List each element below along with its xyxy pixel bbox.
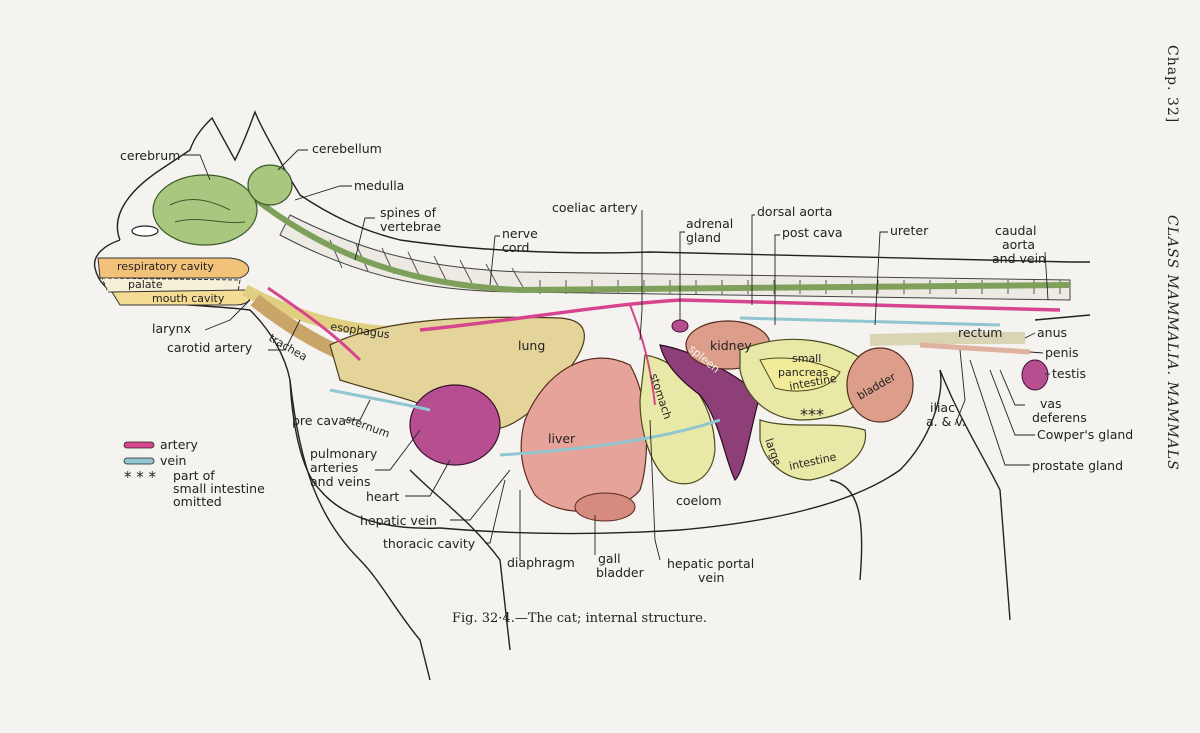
label-small-1: small — [792, 352, 821, 365]
label-pulmonary-3: and veins — [310, 474, 371, 489]
rectum-tube — [869, 332, 1025, 346]
legend-omitted-3: omitted — [173, 494, 222, 509]
testis-shape — [1021, 359, 1049, 391]
leader-lines — [182, 149, 1050, 561]
label-pancreas: pancreas — [778, 366, 829, 379]
legend: artery vein * * * part of small intestin… — [123, 437, 265, 509]
label-penis: penis — [1045, 345, 1079, 360]
label-spines-1: spines of — [380, 205, 437, 220]
label-lung: lung — [518, 338, 545, 353]
vertebra-spine — [433, 255, 447, 281]
coeliac-artery-line — [629, 304, 656, 406]
label-larynx: larynx — [152, 321, 191, 336]
adrenal-gland-shape — [671, 319, 689, 333]
vertebra-spine — [407, 251, 421, 278]
large-intestine-shape — [759, 419, 867, 481]
label-kidney: kidney — [710, 338, 752, 353]
label-gall-2: bladder — [596, 565, 645, 580]
label-thoracic-cavity: thoracic cavity — [383, 536, 476, 551]
label-dorsal-aorta: dorsal aorta — [757, 204, 832, 219]
chapter-header: Chap. 32] — [1164, 45, 1180, 123]
label-hepatic-vein: hepatic vein — [360, 513, 437, 528]
carotid-artery-line — [267, 286, 362, 362]
penis-tube — [919, 342, 1031, 355]
label-medulla: medulla — [354, 178, 404, 193]
label-diaphragm: diaphragm — [507, 555, 575, 570]
label-portal-1: hepatic portal — [667, 556, 754, 571]
dorsal-aorta-line — [419, 298, 1061, 332]
label-respiratory-cavity: respiratory cavity — [117, 260, 214, 273]
vertebral-column — [279, 214, 1071, 301]
label-palate: palate — [128, 278, 163, 291]
label-iliac-2: a. & v. — [926, 414, 966, 429]
label-post-cava: post cava — [782, 225, 843, 240]
legend-artery-swatch — [123, 441, 155, 449]
label-rectum: rectum — [958, 325, 1002, 340]
label-ureter: ureter — [890, 223, 929, 238]
label-cowpers-gland: Cowper's gland — [1037, 427, 1133, 442]
label-caudal-3: and vein — [992, 251, 1046, 266]
body-outline — [93, 110, 1091, 681]
label-mouth-cavity: mouth cavity — [152, 292, 225, 305]
label-coeliac-artery: coeliac artery — [552, 200, 638, 215]
label-pulmonary-1: pulmonary — [310, 446, 378, 461]
label-portal-2: vein — [698, 570, 724, 585]
label-nerve-2: cord — [502, 240, 529, 255]
label-caudal-1: caudal — [995, 223, 1037, 238]
label-cerebellum: cerebellum — [312, 141, 382, 156]
label-pre-cava: pre cava — [292, 413, 346, 428]
label-prostate-gland: prostate gland — [1032, 458, 1123, 473]
label-vas-2: deferens — [1032, 410, 1087, 425]
label-heart: heart — [366, 489, 399, 504]
eye — [131, 225, 159, 237]
label-adrenal-2: gland — [686, 230, 721, 245]
gall-bladder-shape — [574, 492, 636, 522]
label-caudal-2: aorta — [1002, 237, 1035, 252]
liver-shape — [520, 357, 648, 512]
legend-omitted-1: part of — [173, 468, 215, 483]
label-vas-1: vas — [1040, 396, 1062, 411]
label-spines-2: vertebrae — [380, 219, 442, 234]
legend-artery-label: artery — [160, 437, 199, 452]
label-anus: anus — [1037, 325, 1067, 340]
brain — [152, 164, 293, 246]
pre-cava-line — [329, 388, 431, 412]
pancreas-shape — [759, 357, 841, 392]
legend-vein-label: vein — [160, 453, 186, 468]
label-pulmonary-2: arteries — [310, 460, 358, 475]
vertebra-spine — [485, 263, 499, 287]
respiratory-cavity — [97, 257, 250, 279]
running-title: CLASS MAMMALIA. MAMMALS — [1164, 215, 1180, 471]
label-nerve-1: nerve — [502, 226, 538, 241]
vertebra-spine — [459, 259, 473, 284]
legend-omitted-2: small intestine — [173, 481, 265, 496]
heart-shape — [409, 384, 501, 466]
label-testis: testis — [1052, 366, 1086, 381]
bladder-shape — [846, 347, 914, 423]
label-carotid-artery: carotid artery — [167, 340, 253, 355]
nerve-cord — [248, 192, 1071, 294]
label-liver: liver — [548, 431, 576, 446]
legend-vein-swatch — [123, 457, 155, 465]
vertebra-spine — [511, 267, 525, 290]
label-iliac-1: iliac — [930, 400, 955, 415]
spleen-shape — [659, 344, 761, 482]
post-cava-line — [499, 316, 1001, 457]
label-adrenal-1: adrenal — [686, 216, 733, 231]
label-gall-1: gall — [598, 551, 621, 566]
figure-caption: Fig. 32·4.—The cat; internal structure. — [452, 611, 707, 626]
label-cerebrum: cerebrum — [120, 148, 180, 163]
legend-stars: * * * — [124, 468, 157, 486]
label-coelom: coelom — [676, 493, 722, 508]
label-omitted-stars: *** — [800, 405, 824, 424]
label-sternum: sternum — [344, 413, 391, 441]
